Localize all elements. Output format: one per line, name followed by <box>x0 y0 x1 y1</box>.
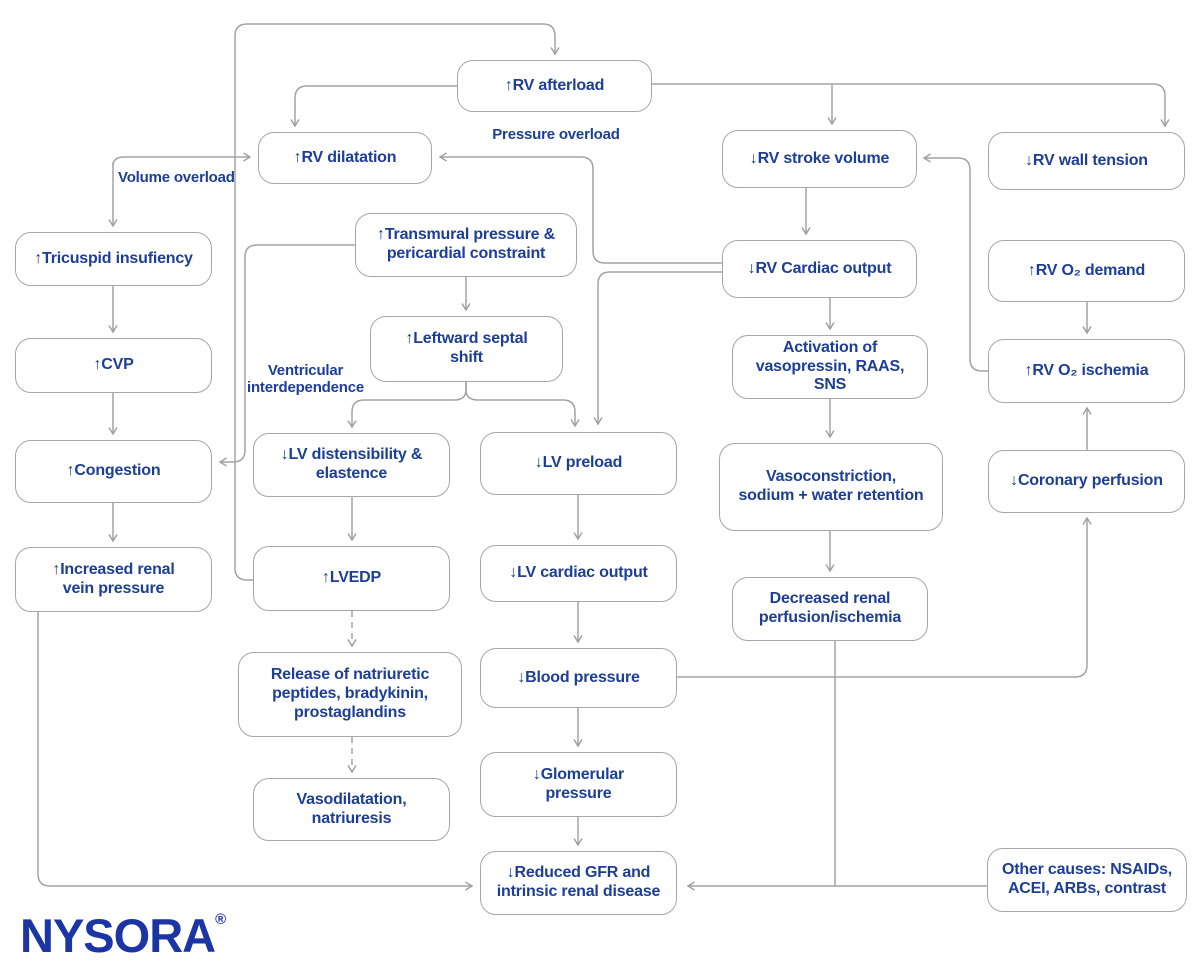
node-glomerular-pressure: ↓Glomerular pressure <box>480 752 677 817</box>
node-leftward-septal-shift: ↑Leftward septal shift <box>370 316 563 382</box>
edge-afterload-walltension <box>652 83 1165 126</box>
edge-septal-distensibility <box>352 382 467 427</box>
node-other-causes: Other causes: NSAIDs, ACEI, ARBs, contra… <box>987 848 1187 912</box>
node-reduced-gfr: ↓Reduced GFR and intrinsic renal disease <box>480 851 677 915</box>
node-vasoconstriction: Vasoconstriction, sodium + water retenti… <box>719 443 943 531</box>
registered-mark: ® <box>215 911 227 928</box>
node-rv-cardiac-output: ↓RV Cardiac output <box>722 240 917 298</box>
node-transmural-pressure: ↑Transmural pressure & pericardial const… <box>355 213 577 277</box>
node-congestion: ↑Congestion <box>15 440 212 503</box>
label-volume-overload: Volume overload <box>118 169 235 186</box>
edge-septal-preload <box>465 382 575 426</box>
edge-ischemia-strokevolume <box>924 158 988 372</box>
edge-afterload-dilatation <box>295 85 457 126</box>
edge-renalvein-gfr <box>37 612 472 886</box>
nysora-logo-text: NYSORA <box>20 909 216 962</box>
edge-lvedp-rv-afterload <box>234 23 555 581</box>
node-rv-o2-ischemia: ↑RV O₂ ischemia <box>988 339 1185 403</box>
node-coronary-perfusion: ↓Coronary perfusion <box>988 450 1185 513</box>
edge-rvco-dilatation <box>440 157 722 264</box>
node-increased-renal-vein-pressure: ↑Increased renal vein pressure <box>15 547 212 612</box>
node-lv-distensibility: ↓LV distensibility & elastence <box>253 433 450 497</box>
node-tricuspid-insufiency: ↑Tricuspid insufiency <box>15 232 212 286</box>
node-lv-cardiac-output: ↓LV cardiac output <box>480 545 677 602</box>
node-lvedp: ↑LVEDP <box>253 546 450 611</box>
node-decreased-renal-perfusion: Decreased renal perfusion/ischemia <box>732 577 928 641</box>
nysora-logo: NYSORA® <box>20 908 226 963</box>
edge-bp-coronary <box>677 518 1087 678</box>
edge-transmural-congestion <box>220 244 355 462</box>
node-activation-vasopressin: Activation of vasopressin, RAAS, SNS <box>732 335 928 399</box>
label-ventricular-interdependence: Ventricular interdependence <box>246 362 365 397</box>
node-rv-stroke-volume: ↓RV stroke volume <box>722 130 917 188</box>
node-vasodilatation-natriuresis: Vasodilatation, natriuresis <box>253 778 450 841</box>
node-rv-dilatation: ↑RV dilatation <box>258 132 432 184</box>
edge-volumeoverload-dilatation <box>112 157 250 167</box>
label-pressure-overload: Pressure overload <box>492 126 620 143</box>
node-blood-pressure: ↓Blood pressure <box>480 648 677 708</box>
node-release-natriuretic-peptides: Release of natriuretic peptides, bradyki… <box>238 652 462 737</box>
node-rv-o2-demand: ↑RV O₂ demand <box>988 240 1185 302</box>
node-cvp: ↑CVP <box>15 338 212 393</box>
node-rv-wall-tension: ↓RV wall tension <box>988 132 1185 190</box>
node-rv-afterload: ↑RV afterload <box>457 60 652 112</box>
node-lv-preload: ↓LV preload <box>480 432 677 495</box>
edge-rvco-preload <box>598 271 722 424</box>
